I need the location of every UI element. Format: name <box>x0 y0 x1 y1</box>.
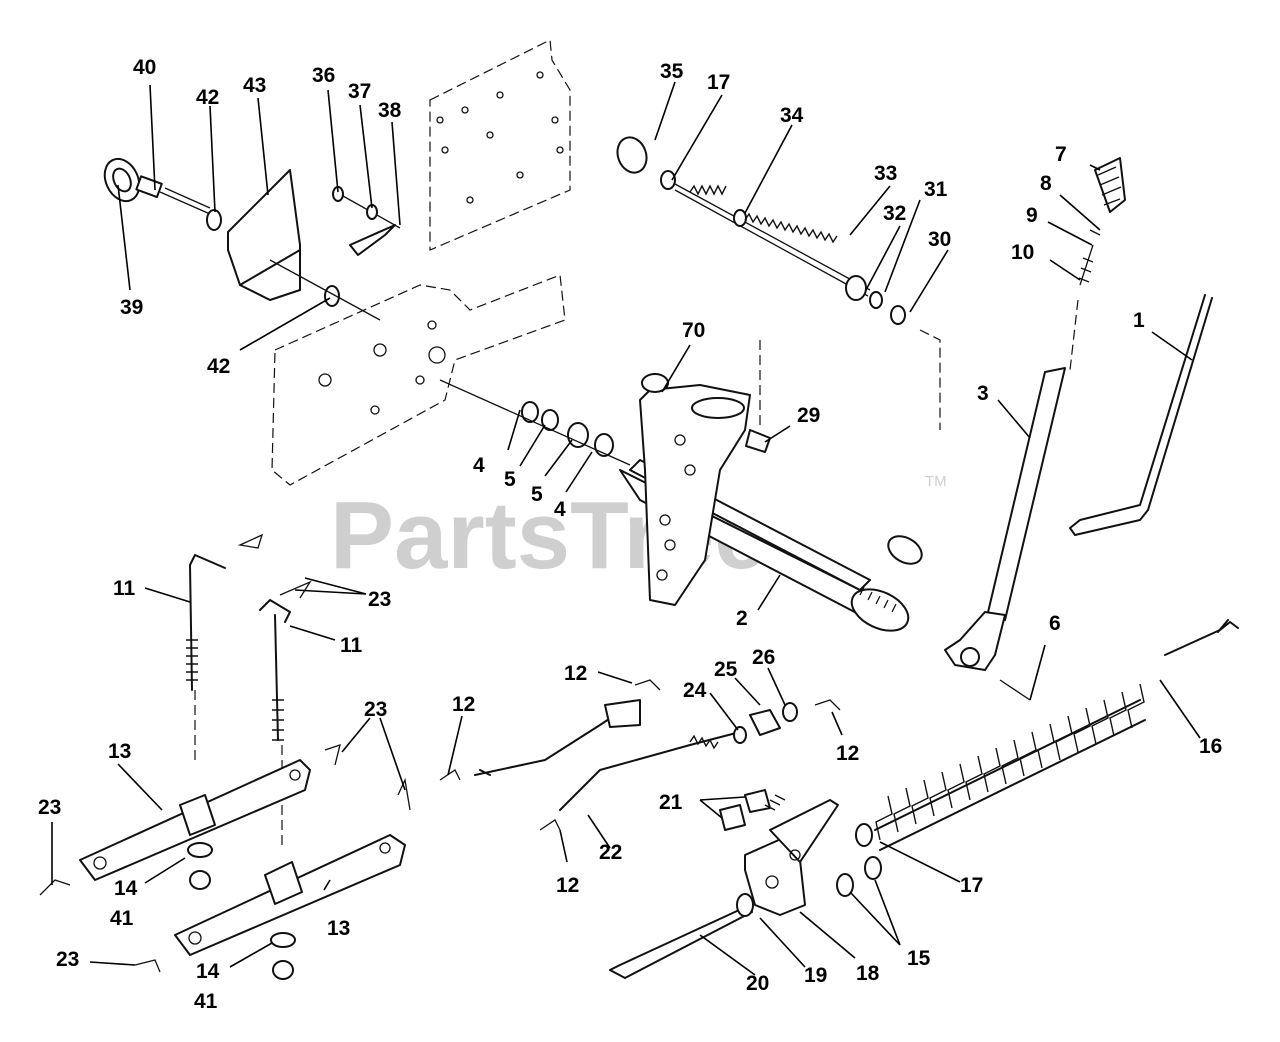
callout-4: 4 <box>473 454 485 477</box>
callout-1: 1 <box>1133 309 1145 332</box>
callout-4b: 4 <box>554 498 566 521</box>
callout-24: 24 <box>683 679 707 702</box>
lift-links <box>79 554 406 980</box>
callout-40: 40 <box>133 56 156 79</box>
callout-43: 43 <box>243 74 266 97</box>
callout-12d: 12 <box>556 874 579 897</box>
callout-42b: 42 <box>207 355 230 378</box>
callout-21: 21 <box>659 791 683 814</box>
callout-15: 15 <box>907 947 931 970</box>
callout-5b: 5 <box>531 483 543 506</box>
leader-lines <box>51 81 1201 976</box>
callout-41b: 41 <box>194 990 218 1013</box>
callout-8: 8 <box>1040 172 1052 195</box>
callout-34: 34 <box>780 104 804 127</box>
spring-bracket <box>609 789 882 979</box>
callout-25: 25 <box>714 658 738 681</box>
callout-13b: 13 <box>327 917 350 940</box>
callout-23: 23 <box>368 588 391 611</box>
callout-19: 19 <box>804 964 827 987</box>
callout-2: 2 <box>736 607 748 630</box>
callout-10: 10 <box>1011 241 1034 264</box>
callout-14b: 14 <box>196 960 220 983</box>
callout-7: 7 <box>1055 143 1067 166</box>
lift-shaft <box>439 340 923 632</box>
callout-38: 38 <box>378 99 402 122</box>
callout-12b: 12 <box>452 693 475 716</box>
small-bolt-set <box>332 186 401 256</box>
callout-6: 6 <box>1049 612 1061 635</box>
callout-37: 37 <box>348 80 371 103</box>
link-rods <box>474 699 798 811</box>
callout-23c: 23 <box>38 796 61 819</box>
callout-18: 18 <box>856 962 880 985</box>
callout-36: 36 <box>312 64 335 87</box>
watermark-trademark: TM <box>925 473 947 490</box>
callout-3: 3 <box>977 382 989 405</box>
hairpin-clips <box>39 533 841 973</box>
callout-23b: 23 <box>364 698 387 721</box>
callout-22: 22 <box>599 841 622 864</box>
callout-13: 13 <box>108 740 131 763</box>
callout-33: 33 <box>874 162 897 185</box>
callout-70: 70 <box>682 319 705 342</box>
chassis-rail <box>271 274 566 486</box>
callout-12: 12 <box>564 662 587 685</box>
callout-14: 14 <box>114 877 138 900</box>
lift-lever <box>944 157 1126 701</box>
adjuster-rod <box>616 136 941 430</box>
callout-39: 39 <box>120 296 143 319</box>
callout-41: 41 <box>110 907 134 930</box>
callout-17b: 17 <box>960 874 983 897</box>
callout-42: 42 <box>196 86 219 109</box>
callout-31: 31 <box>924 178 948 201</box>
callout-35: 35 <box>660 60 684 83</box>
callout-26: 26 <box>752 646 775 669</box>
callout-11: 11 <box>113 577 136 600</box>
callout-11b: 11 <box>340 634 363 657</box>
callout-20: 20 <box>746 972 769 995</box>
callout-16: 16 <box>1199 735 1222 758</box>
callout-29: 29 <box>797 404 820 427</box>
callout-labels: 1 2 3 4 5 5 4 6 7 8 9 10 11 11 12 12 12 … <box>38 56 1222 1013</box>
callout-12c: 12 <box>836 742 859 765</box>
callout-30: 30 <box>928 228 951 251</box>
callout-32: 32 <box>883 202 906 225</box>
callout-17: 17 <box>707 71 730 94</box>
callout-23d: 23 <box>56 948 79 971</box>
lift-spring <box>874 619 1239 851</box>
callout-9: 9 <box>1026 204 1038 227</box>
handle-rod <box>1069 294 1213 536</box>
callout-5: 5 <box>504 468 516 491</box>
height-knob-assembly <box>103 157 381 321</box>
frame-plate <box>429 39 571 251</box>
